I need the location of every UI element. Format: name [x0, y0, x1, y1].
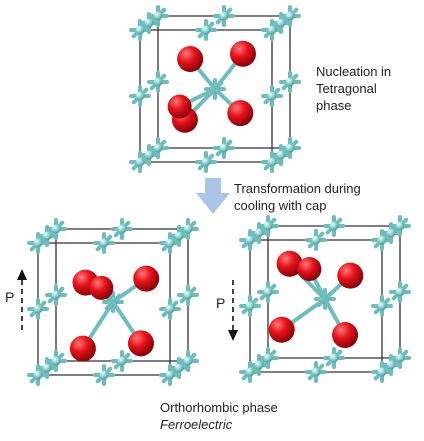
- metal-atom: [285, 143, 295, 153]
- metal-atom: [51, 224, 61, 234]
- metal-atom: [33, 370, 43, 380]
- metal-atom: [311, 367, 321, 377]
- oxygen-atom: [297, 257, 322, 282]
- oxygen-atom: [127, 330, 154, 357]
- metal-atom: [267, 157, 277, 167]
- transformation-label-line1: Transformation during: [234, 181, 361, 196]
- metal-atom: [276, 18, 286, 28]
- metal-atom: [267, 25, 277, 35]
- metal-atom: [267, 91, 277, 101]
- metal-atom: [144, 18, 154, 28]
- oxygen-atom: [69, 335, 96, 362]
- metal-atom: [219, 11, 229, 21]
- oxygen-atom: [268, 316, 295, 343]
- metal-atom: [42, 363, 52, 373]
- metal-atom: [153, 11, 163, 21]
- oxygen-atom: [227, 100, 254, 127]
- oxygen-atom: [229, 40, 256, 67]
- metal-atom: [165, 370, 175, 380]
- oxygen-atom: [177, 46, 204, 73]
- metal-atom: [386, 228, 396, 238]
- oxygen-atom: [276, 250, 303, 277]
- metal-atom: [117, 356, 127, 366]
- metal-atom: [174, 363, 184, 373]
- metal-atom: [42, 231, 52, 241]
- nucleation-label-line2: Tetragonal: [316, 81, 377, 96]
- metal-atom: [311, 235, 321, 245]
- metal-atom: [153, 77, 163, 87]
- metal-atom: [329, 221, 339, 231]
- metal-atom: [329, 353, 339, 363]
- tetragonal-crystal: [129, 5, 301, 173]
- metal-atom: [33, 304, 43, 314]
- metal-atom: [245, 235, 255, 245]
- metal-atom: [245, 301, 255, 311]
- metal-atom: [201, 25, 211, 35]
- oxygen-atom: [89, 275, 114, 300]
- oxygen-atom: [167, 94, 192, 119]
- metal-atom: [254, 360, 264, 370]
- metal-atom: [263, 221, 273, 231]
- metal-atom: [51, 356, 61, 366]
- metal-atom: [386, 360, 396, 370]
- transformation-label-line2: cooling with cap: [234, 198, 327, 213]
- metal-atom: [201, 157, 211, 167]
- polarization-label-left: P: [5, 289, 15, 305]
- metal-atom: [153, 143, 163, 153]
- metal-atom: [395, 353, 405, 363]
- polarization-label-right: P: [216, 295, 226, 311]
- metal-atom: [219, 143, 229, 153]
- metal-atom: [285, 77, 295, 87]
- polarization-arrow-down: [228, 280, 238, 341]
- metal-atom: [99, 370, 109, 380]
- metal-atom: [263, 353, 273, 363]
- oxygen-atom: [337, 262, 364, 289]
- metal-atom: [51, 290, 61, 300]
- metal-atom: [395, 287, 405, 297]
- metal-atom: [377, 235, 387, 245]
- metal-atom: [99, 238, 109, 248]
- metal-atom: [135, 25, 145, 35]
- metal-atom: [285, 11, 295, 21]
- metal-atom: [254, 228, 264, 238]
- oxygen-atom: [133, 265, 160, 292]
- orthorhombic-crystal-left: [27, 218, 199, 386]
- polarization-arrow-up: [17, 269, 27, 330]
- metal-atom: [245, 367, 255, 377]
- metal-atom: [183, 290, 193, 300]
- metal-atom: [165, 238, 175, 248]
- metal-atom: [33, 238, 43, 248]
- metal-atom: [263, 287, 273, 297]
- metal-atom: [174, 231, 184, 241]
- metal-atom: [377, 367, 387, 377]
- transformation-arrow: [196, 178, 230, 214]
- result-label-line2: Ferroelectric: [160, 417, 233, 432]
- metal-atom: [135, 91, 145, 101]
- metal-atom: [183, 356, 193, 366]
- oxygen-atom: [332, 322, 359, 349]
- result-label-line1: Orthorhombic phase: [160, 400, 278, 415]
- metal-atom: [144, 150, 154, 160]
- nucleation-label-line3: phase: [316, 98, 352, 113]
- metal-atom: [395, 221, 405, 231]
- nucleation-label-line1: Nucleation in: [316, 64, 392, 79]
- orthorhombic-crystal-right: [239, 215, 411, 383]
- metal-atom: [117, 224, 127, 234]
- metal-atom: [135, 157, 145, 167]
- metal-atom: [183, 224, 193, 234]
- metal-atom: [165, 304, 175, 314]
- metal-atom: [377, 301, 387, 311]
- metal-atom: [276, 150, 286, 160]
